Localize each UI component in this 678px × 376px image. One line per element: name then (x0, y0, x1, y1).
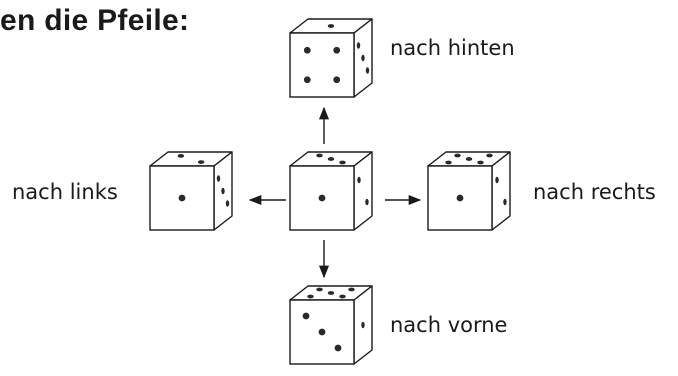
die-side-pip (216, 175, 221, 182)
die-top-pip (348, 287, 355, 292)
label-left: nach links (12, 180, 118, 204)
die-front (289, 285, 373, 365)
die-side-face (491, 151, 511, 231)
label-back: nach hinten (390, 36, 515, 60)
die-top-pip (454, 153, 461, 158)
die-front-pip (303, 76, 311, 84)
die-center (289, 151, 373, 231)
die-side-pip (356, 42, 361, 49)
die-front-pip (318, 194, 326, 202)
die-side-face (353, 151, 373, 231)
die-top-pip (465, 157, 473, 161)
die-left (149, 151, 233, 231)
die-top-pip (339, 160, 346, 165)
die-front-pip (302, 312, 310, 320)
die-top-pip (327, 157, 335, 161)
die-front-pip (333, 46, 341, 54)
die-top-pip (316, 153, 323, 158)
die-side-pip (495, 176, 499, 184)
die-side-pip (221, 187, 225, 195)
die-front-pip (456, 194, 464, 202)
die-top-pip (327, 291, 335, 295)
die-front-face (289, 32, 355, 98)
die-top-pip (307, 294, 314, 299)
page-heading: en die Pfeile: (0, 4, 190, 37)
die-top-pip (327, 24, 335, 28)
die-top-pip (486, 153, 493, 158)
die-top-pip (477, 160, 484, 165)
die-front-pip (333, 76, 341, 84)
die-top-pip (197, 160, 205, 164)
die-side-pip (361, 54, 365, 62)
die-front-pip (303, 46, 311, 54)
die-side-pip (365, 198, 369, 206)
die-back (289, 18, 373, 98)
die-side-pip (365, 67, 370, 74)
label-right: nach rechts (533, 180, 656, 204)
die-front-pip (178, 194, 186, 202)
die-top-pip (177, 154, 185, 158)
label-front: nach vorne (390, 313, 508, 337)
die-front-pip (318, 328, 326, 336)
die-top-pip (445, 160, 452, 165)
die-side-pip (503, 198, 507, 206)
die-side-pip (361, 321, 365, 329)
die-front-pip (334, 344, 342, 352)
die-top-pip (316, 287, 323, 292)
die-side-pip (357, 176, 361, 184)
die-right (427, 151, 511, 231)
die-side-pip (225, 200, 230, 207)
die-top-pip (339, 294, 346, 299)
